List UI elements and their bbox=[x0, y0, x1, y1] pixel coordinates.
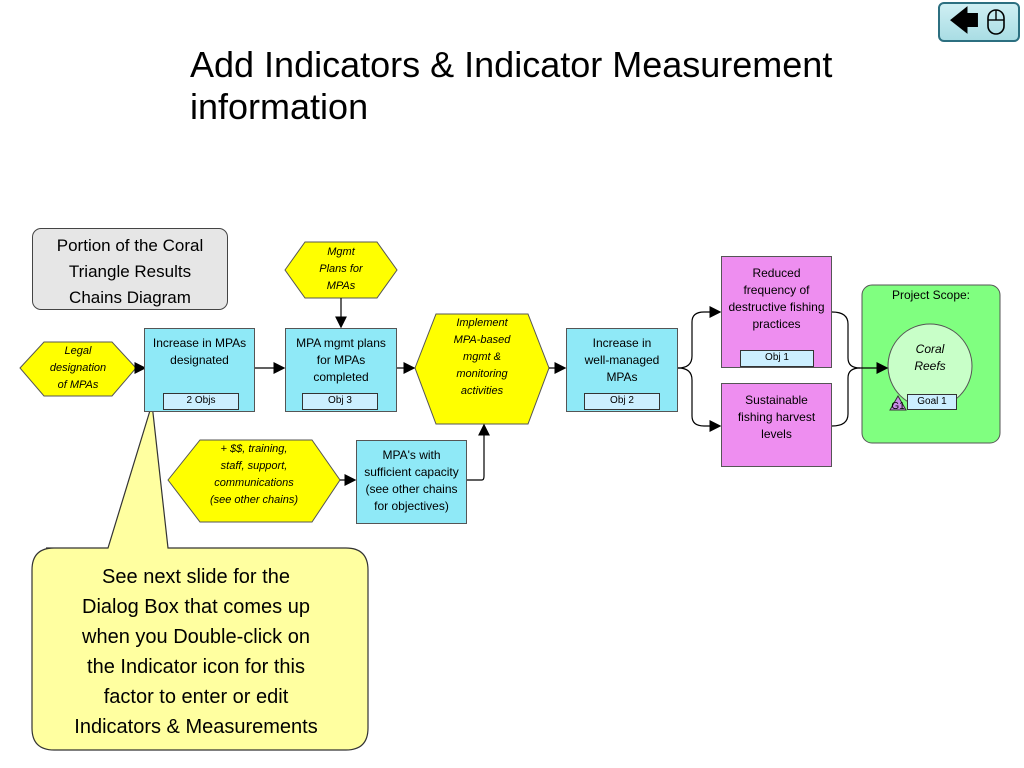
text-line: well-managed bbox=[584, 353, 660, 367]
goal-tag[interactable]: Goal 1 bbox=[907, 394, 957, 410]
objective-tag[interactable]: Obj 2 bbox=[584, 393, 660, 410]
text-line: mgmt & bbox=[463, 351, 501, 363]
text-line: of MPAs bbox=[57, 379, 99, 391]
text-line: designated bbox=[170, 353, 229, 367]
back-arrow-icon: 🡄 bbox=[948, 4, 980, 39]
connector bbox=[831, 367, 861, 427]
text-line: activities bbox=[460, 385, 504, 397]
mouse-icon bbox=[986, 9, 1005, 35]
text-line: MPA mgmt plans bbox=[296, 336, 386, 350]
connector bbox=[677, 306, 722, 369]
text-line: Sustainable bbox=[745, 393, 808, 407]
objective-tag[interactable]: Obj 1 bbox=[740, 350, 814, 367]
text-line: MPAs bbox=[326, 280, 356, 292]
text-line: + $$, training, bbox=[220, 443, 288, 455]
objective-tag[interactable]: 2 Objs bbox=[163, 393, 239, 410]
indicator-label: G1 bbox=[891, 401, 905, 412]
implement-strategy-label: Implement MPA-based mgmt & monitoring ac… bbox=[425, 315, 539, 400]
text-line: Increase in MPAs bbox=[152, 336, 247, 350]
note-line: Portion of the Coral bbox=[56, 236, 204, 255]
text-line: Implement bbox=[456, 317, 508, 329]
text-line: Reefs bbox=[914, 359, 946, 373]
text-line: See next slide for the bbox=[102, 566, 290, 588]
text-line: MPA-based bbox=[453, 334, 511, 346]
mgmt-plans-input-label: Mgmt Plans for MPAs bbox=[295, 244, 387, 295]
text-line: when you Double-click on bbox=[82, 626, 310, 648]
text-line: frequency of bbox=[743, 283, 810, 297]
text-line: for MPAs bbox=[316, 353, 366, 367]
connector bbox=[831, 311, 889, 374]
text-line: completed bbox=[313, 370, 369, 384]
portion-note-box: Portion of the Coral Triangle Results Ch… bbox=[32, 228, 228, 310]
text-line: (see other chains bbox=[365, 482, 458, 496]
text-line: Reduced bbox=[752, 266, 801, 280]
text-line: destructive fishing bbox=[728, 300, 825, 314]
callout-text: See next slide for the Dialog Box that c… bbox=[36, 562, 356, 742]
note-line: Triangle Results bbox=[68, 262, 192, 281]
back-button[interactable]: 🡄 bbox=[938, 2, 1020, 42]
text-line: Dialog Box that comes up bbox=[82, 596, 310, 618]
mgmt-plans-input-factor[interactable] bbox=[284, 241, 398, 299]
funding-training-label: + $$, training, staff, support, communic… bbox=[176, 441, 332, 509]
text-line: sufficient capacity bbox=[364, 465, 459, 479]
text-line: factor to enter or edit bbox=[103, 686, 289, 708]
connector bbox=[677, 367, 722, 432]
coral-reefs-label: Coral Reefs bbox=[890, 341, 970, 375]
text-line: MPA's with bbox=[382, 448, 441, 462]
text-line: MPAs bbox=[606, 370, 638, 384]
slide-title: Add Indicators & Indicator Measurement i… bbox=[190, 44, 833, 127]
text-line: monitoring bbox=[456, 368, 508, 380]
reduced-destructive-fishing-box[interactable]: Reduced frequency of destructive fishing… bbox=[721, 256, 832, 368]
text-line: Plans for bbox=[319, 263, 363, 275]
text-line: practices bbox=[752, 317, 801, 331]
note-line: Chains Diagram bbox=[69, 288, 191, 307]
text-line: Coral bbox=[915, 342, 945, 356]
text-line: (see other chains) bbox=[209, 494, 299, 506]
objective-tag[interactable]: Obj 3 bbox=[302, 393, 378, 410]
connector bbox=[467, 423, 490, 481]
project-scope-label: Project Scope: bbox=[891, 288, 971, 302]
text-line: the Indicator icon for this bbox=[87, 656, 305, 678]
text-line: Indicators & Measurements bbox=[74, 716, 318, 738]
text-line: for objectives) bbox=[374, 499, 449, 513]
text-line: levels bbox=[761, 427, 792, 441]
callout-bubble bbox=[31, 403, 369, 751]
text-line: Increase in bbox=[592, 336, 652, 350]
text-line: Legal bbox=[64, 345, 92, 357]
text-line: communications bbox=[214, 477, 294, 489]
sustainable-harvest-box[interactable]: Sustainable fishing harvest levels bbox=[721, 383, 832, 467]
legal-designation-label: Legal designation of MPAs bbox=[30, 343, 126, 394]
text-line: staff, support, bbox=[220, 460, 288, 472]
sufficient-capacity-box[interactable]: MPA's with sufficient capacity (see othe… bbox=[356, 440, 467, 524]
text-line: fishing harvest bbox=[737, 410, 816, 424]
text-line: Mgmt bbox=[327, 246, 355, 258]
text-line: designation bbox=[49, 362, 107, 374]
indicator-icon[interactable] bbox=[889, 394, 907, 411]
